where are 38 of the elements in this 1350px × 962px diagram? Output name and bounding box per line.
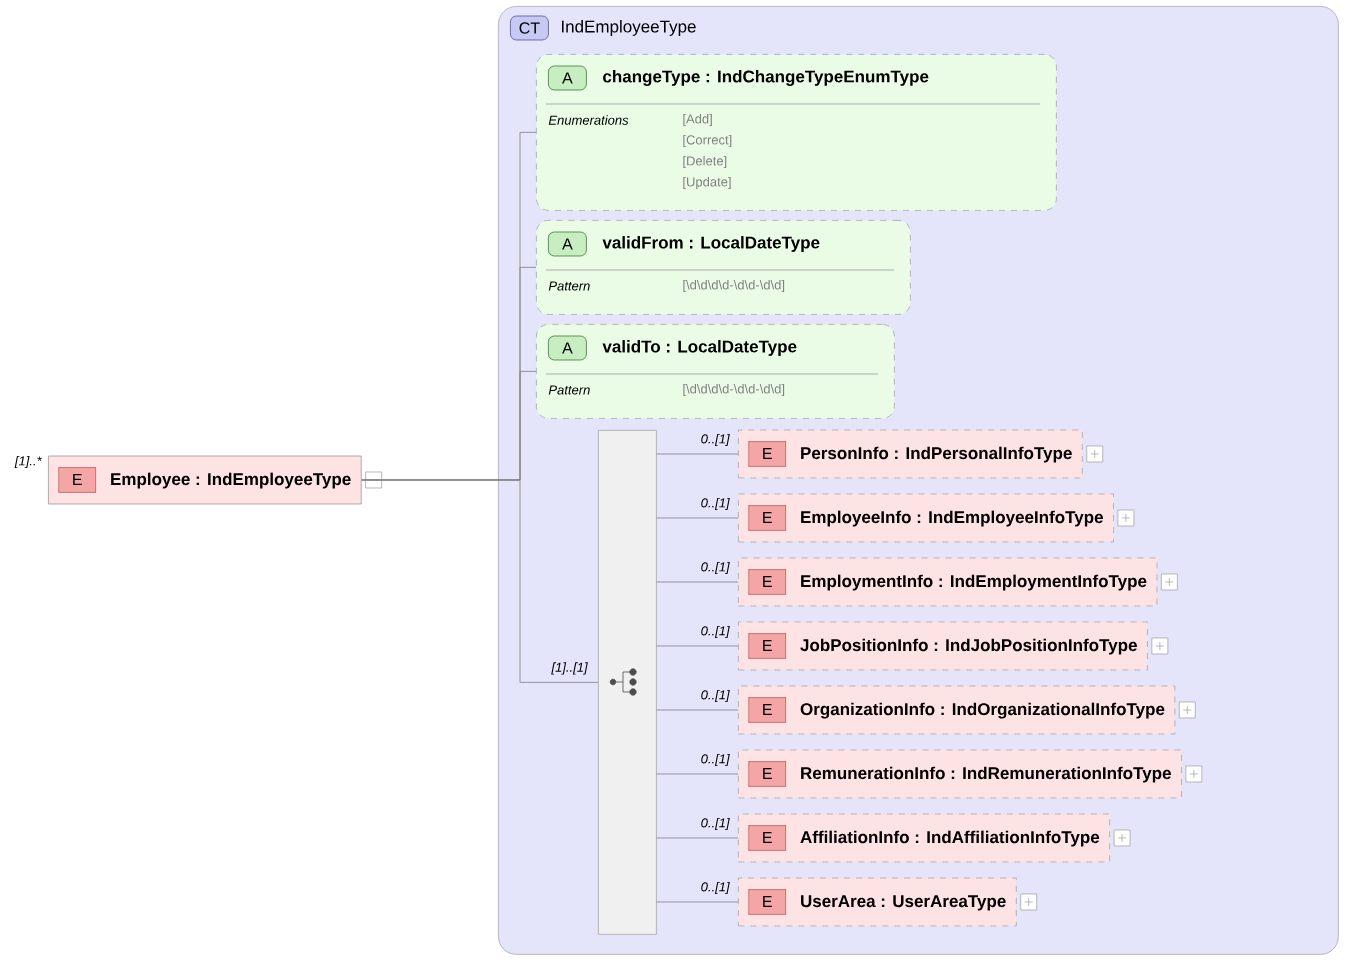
connector-line (656, 453, 739, 455)
attribute-badge: A (548, 231, 587, 257)
attribute-box (536, 324, 895, 419)
type-name: IndEmployeeType (562, 20, 696, 36)
element-name: OrganizationInfo : IndOrganizationalInfoType (800, 702, 1165, 719)
element-badge: E (748, 889, 787, 915)
element-badge: E (748, 697, 787, 723)
element-name: RemunerationInfo : IndRemunerationInfoType (801, 766, 1171, 783)
element-badge: E (748, 633, 787, 659)
attribute-badge: A (548, 335, 587, 361)
connector-line (656, 837, 739, 839)
complex-type-badge: CT (510, 15, 549, 41)
element-name: EmploymentInfo : IndEmploymentInfoType (801, 574, 1147, 591)
attribute-name: validFrom : LocalDateType (602, 236, 820, 252)
element-name: AffiliationInfo : IndAffiliationInfoType (800, 830, 1100, 847)
element-badge: E (748, 569, 787, 595)
element-badge: E (58, 467, 97, 493)
connector-line (656, 901, 739, 903)
connector-line (361, 479, 599, 683)
connector-line (656, 645, 739, 647)
connector-line (656, 709, 739, 711)
element-name: EmployeeInfo : IndEmployeeInfoType (801, 510, 1103, 527)
attribute-name: changeType : IndChangeTypeEnumType (603, 70, 929, 86)
element-name: UserArea : UserAreaType (801, 895, 1006, 911)
element-badge: E (748, 761, 787, 787)
element-name: PersonInfo : IndPersonalInfoType (801, 446, 1072, 463)
connector-line (656, 773, 739, 775)
attribute-name: validTo : LocalDateType (602, 340, 797, 356)
attribute-badge: A (548, 65, 587, 91)
attribute-box (536, 220, 911, 315)
element-badge: E (748, 441, 787, 467)
element-badge: E (748, 825, 787, 851)
element-badge: E (748, 505, 787, 531)
element-name: JobPositionInfo : IndJobPositionInfoType (800, 638, 1137, 655)
connector-line (656, 517, 739, 519)
connector-line (656, 581, 739, 583)
element-name: Employee : IndEmployeeType (111, 472, 351, 489)
attribute-box (536, 54, 1057, 211)
